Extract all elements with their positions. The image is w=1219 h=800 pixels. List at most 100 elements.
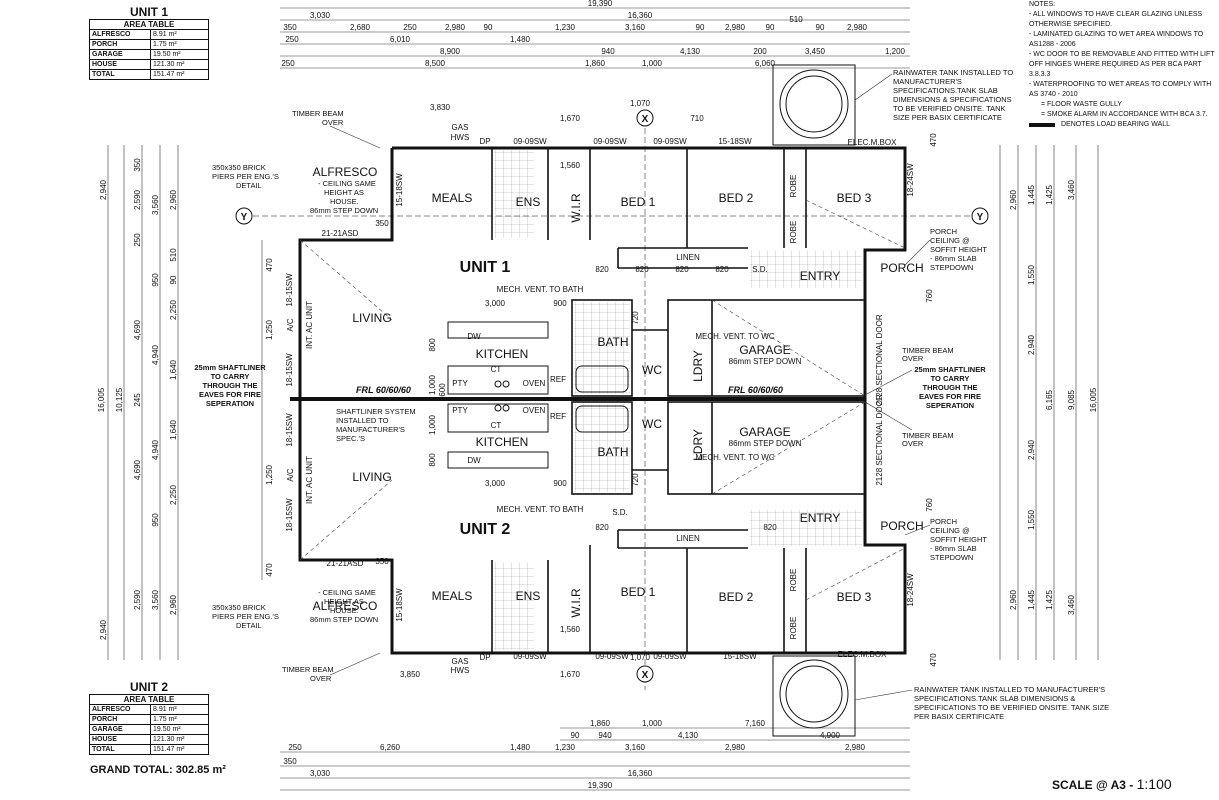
dim-label: 2,250 — [169, 484, 178, 505]
porch-note-2: CEILING @ — [930, 526, 970, 535]
pty-1: PTY — [452, 379, 468, 388]
dim-label: 510 — [789, 15, 803, 24]
room-ens-1: ENS — [516, 195, 541, 209]
window-14: 15-18SW — [395, 588, 404, 622]
dim-label: 1,230 — [555, 743, 576, 752]
dim-misc: 1,560 — [560, 625, 581, 634]
piers-1: PIERS PER ENG.'S — [212, 172, 279, 181]
gas-2: GAS — [452, 657, 469, 666]
dim-label: 16,360 — [628, 11, 653, 20]
room-kitchen-2: KITCHEN — [476, 435, 529, 449]
dim-label: 2,980 — [725, 23, 746, 32]
timber-beam-4-over: OVER — [902, 439, 924, 448]
scale-value: 1:100 — [1136, 776, 1172, 792]
bottom-dimension-lines — [280, 727, 910, 791]
dim-label: 1,445 — [1027, 184, 1036, 205]
dim-label: 10,125 — [115, 387, 124, 412]
dim-label: 350 — [133, 158, 142, 172]
fixture-labels: 86mm STEP DOWN 86mm STEP DOWN ROBE ROBE … — [265, 99, 938, 679]
sectional-door-1: 2128 SECTIONAL DOOR — [875, 314, 884, 406]
dim-label: 2,680 — [350, 23, 371, 32]
unit1-table-title: UNIT 1 — [129, 5, 168, 19]
timber-beam-1-over: OVER — [322, 118, 344, 127]
alfresco-note-1: - CEILING SAME — [318, 179, 376, 188]
shaftliner-text: 25mm SHAFTLINER TO CARRY THROUGH THE EAV… — [194, 363, 986, 410]
dim-misc: 350 — [375, 219, 389, 228]
dim-misc: 350 — [375, 557, 389, 566]
dim-label: 350 — [283, 23, 297, 32]
shaftliner-right: THROUGH THE — [923, 383, 978, 392]
piers-2: 350x350 BRICK — [212, 603, 266, 612]
frl-labels: FRL 60/60/60 FRL 60/60/60 — [356, 385, 783, 395]
timber-beam-4: TIMBER BEAM — [902, 431, 954, 440]
gas-1: GAS — [452, 123, 469, 132]
porch-note-2: SOFFIT HEIGHT — [930, 535, 987, 544]
tank-note-top: SPECIFICATIONS.TANK SLAB — [893, 86, 998, 95]
elec-box-2: ELEC.M.BOX — [838, 650, 888, 659]
dim-misc: 800 — [428, 338, 437, 352]
dim-label: 7,160 — [745, 719, 766, 728]
dim-label: 90 — [484, 23, 493, 32]
dim-label: 3,030 — [310, 769, 331, 778]
tank-note-top: RAINWATER TANK INSTALLED TO — [893, 68, 1013, 77]
garage-note-1: 86mm STEP DOWN — [729, 357, 802, 366]
room-garage-2: GARAGE — [739, 425, 790, 439]
dim-label: 1,000 — [642, 719, 663, 728]
dim-label: 200 — [753, 47, 767, 56]
alfresco-note-1: HOUSE. — [330, 197, 359, 206]
mech-bath-1: MECH. VENT. TO BATH — [497, 285, 584, 294]
dim-label: 1,425 — [1045, 184, 1054, 205]
tank-note-top: SIZE PER BASIX CERTIFICATE — [893, 113, 1002, 122]
timber-beam-3: TIMBER BEAM — [902, 346, 954, 355]
notes-line: DENOTES LOAD BEARING WALL — [1029, 120, 1219, 130]
room-porch-2: PORCH — [880, 519, 923, 533]
dim-label: 1,425 — [1045, 589, 1054, 610]
window-3: 09-09SW — [653, 137, 687, 146]
unit1-label: UNIT 1 — [460, 259, 511, 276]
dim-label: 6,165 — [1045, 389, 1054, 410]
dim-label: 4,690 — [133, 459, 142, 480]
shaftliner-sys: SPEC.'S — [336, 434, 365, 443]
dim-label: 8,900 — [440, 47, 461, 56]
robe-1a: ROBE — [789, 175, 798, 198]
porch-note-1: SOFFIT HEIGHT — [930, 245, 987, 254]
robe-2b: ROBE — [789, 617, 798, 640]
dim-label: 1,860 — [590, 719, 611, 728]
notes-line: = SMOKE ALARM IN ACCORDANCE WITH BCA 3.7… — [1041, 111, 1208, 118]
alfresco-note-1: 86mm STEP DOWN — [310, 206, 378, 215]
room-bath-1: BATH — [597, 335, 628, 349]
porch-note-1: PORCH — [930, 227, 957, 236]
room-bed3-2: BED 3 — [837, 590, 872, 604]
room-bed3-1: BED 3 — [837, 191, 872, 205]
dim-misc: 3,000 — [485, 479, 506, 488]
notes-line: - WATERPROOFING TO WET AREAS TO COMPLY W… — [1029, 81, 1212, 98]
callout-lines — [329, 73, 931, 701]
shaftliner-right: EAVES FOR FIRE — [919, 392, 981, 401]
alfresco-note-2: HEIGHT AS — [324, 597, 364, 606]
rainwater-tank-bottom — [772, 655, 856, 737]
window-13: 18-15SW — [285, 498, 294, 532]
unit2-table-title: UNIT 2 — [129, 680, 168, 694]
dim-label: 90 — [766, 23, 775, 32]
dim-label: 250 — [133, 233, 142, 247]
room-porch-1: PORCH — [880, 261, 923, 275]
room-ldry-2: LDRY — [691, 429, 705, 461]
dim-label: 2,590 — [133, 589, 142, 610]
shaftliner-sys: SHAFTLINER SYSTEM — [336, 407, 416, 416]
room-alfresco-1: ALFRESCO — [313, 165, 378, 179]
timber-beam-2: TIMBER BEAM — [282, 665, 334, 674]
dim-label: 250 — [281, 59, 295, 68]
frl-right: FRL 60/60/60 — [728, 385, 783, 395]
room-entry-2: ENTRY — [800, 511, 840, 525]
dim-label: 16,005 — [97, 387, 106, 412]
unit-labels: UNIT 1 UNIT 2 — [460, 259, 511, 538]
dim-label: 250 — [403, 23, 417, 32]
bottom-dimension-text: 1,860 1,000 7,160 940 90 4,130 4,900 6,2… — [283, 719, 865, 790]
dim-label: 2,940 — [1027, 334, 1036, 355]
piers-2: PIERS PER ENG.'S — [212, 612, 279, 621]
window-8: 15-18SW — [723, 652, 757, 661]
window-7: 09-09SW — [653, 652, 687, 661]
dim-label: 250 — [285, 35, 299, 44]
